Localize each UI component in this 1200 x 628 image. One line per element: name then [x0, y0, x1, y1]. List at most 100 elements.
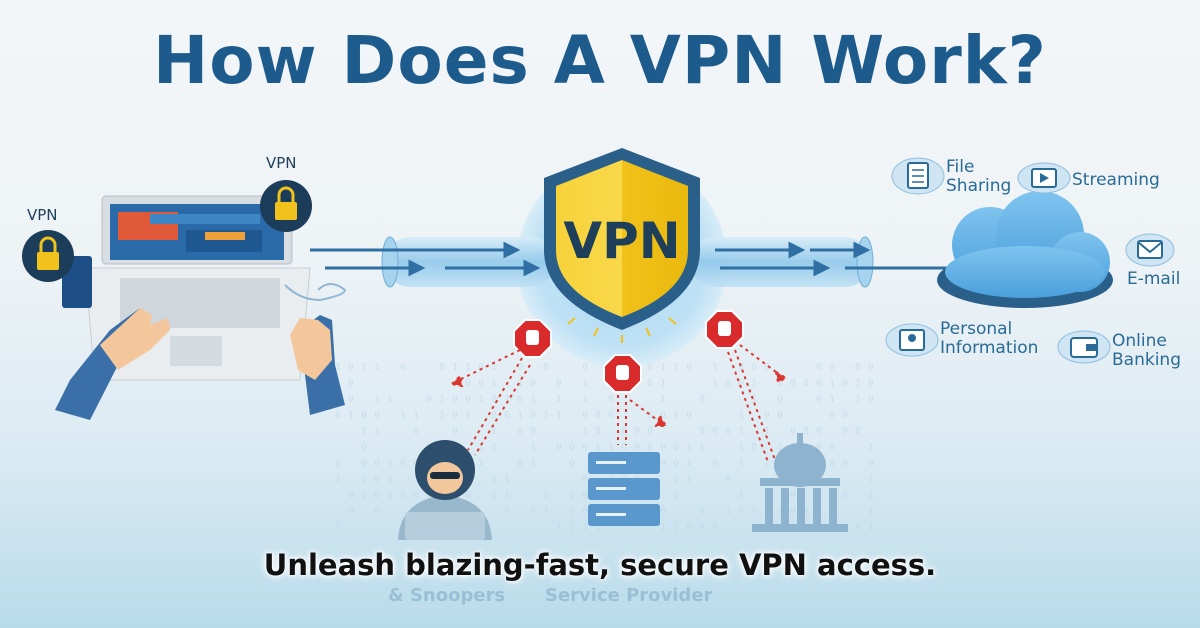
binary-digit: 1 — [777, 442, 783, 453]
binary-digit: 0 — [478, 378, 484, 389]
binary-digit: 1 — [751, 506, 757, 517]
binary-digit: 1 — [868, 474, 874, 485]
binary-digit: 1 — [660, 522, 666, 533]
binary-digit: 0 — [452, 426, 458, 437]
email-icon — [1125, 233, 1175, 267]
binary-digit: 0 — [647, 426, 653, 437]
binary-digit: 0 — [725, 378, 731, 389]
binary-digit: 0 — [699, 394, 705, 405]
binary-digit: 1 — [491, 378, 497, 389]
binary-digit: 0 — [829, 458, 835, 469]
binary-digit: 0 — [686, 410, 692, 421]
binary-digit: 1 — [725, 506, 731, 517]
binary-digit: 1 — [439, 394, 445, 405]
binary-digit: 1 — [660, 362, 666, 373]
hacker-label: & Snoopers — [388, 585, 506, 606]
online-banking-label-line2: Banking — [1112, 350, 1181, 370]
online-banking-icon — [1057, 330, 1111, 364]
binary-digit: 1 — [374, 362, 380, 373]
binary-digit: 0 — [868, 394, 874, 405]
binary-digit: 1 — [764, 458, 770, 469]
binary-digit: 0 — [777, 394, 783, 405]
binary-digit: 0 — [582, 490, 588, 501]
binary-digit: 0 — [842, 410, 848, 421]
binary-digit: 1 — [439, 410, 445, 421]
binary-digit: 0 — [361, 490, 367, 501]
binary-digit: 1 — [582, 378, 588, 389]
binary-digit: 0 — [751, 362, 757, 373]
stop-sign-icon-center — [603, 354, 642, 393]
binary-digit: 1 — [868, 490, 874, 501]
binary-digit: 0 — [374, 490, 380, 501]
binary-digit: 0 — [816, 362, 822, 373]
stop-sign-icon-right — [705, 310, 744, 349]
binary-digit: 1 — [751, 378, 757, 389]
binary-digit: 0 — [582, 506, 588, 517]
blocked-paths — [449, 344, 789, 463]
file-sharing-icon — [891, 157, 945, 195]
binary-digit: 0 — [387, 490, 393, 501]
binary-digit: 1 — [504, 474, 510, 485]
binary-digit: 0 — [816, 426, 822, 437]
binary-digit: 1 — [868, 506, 874, 517]
binary-digit: 0 — [491, 394, 497, 405]
binary-digit: 0 — [517, 458, 523, 469]
binary-digit: 0 — [738, 362, 744, 373]
laptop-vpn-label: VPN — [266, 154, 297, 172]
binary-digit: 1 — [777, 506, 783, 517]
binary-digit: 0 — [842, 458, 848, 469]
binary-digit: 0 — [608, 394, 614, 405]
binary-digit: 0 — [673, 458, 679, 469]
binary-digit: 1 — [582, 426, 588, 437]
binary-digit: 0 — [491, 410, 497, 421]
binary-digit: 1 — [530, 394, 536, 405]
binary-digit: 0 — [556, 442, 562, 453]
binary-digit: 1 — [582, 522, 588, 533]
binary-digit: 1 — [517, 378, 523, 389]
online-banking-label-line1: Online — [1112, 331, 1167, 351]
binary-digit: 0 — [361, 458, 367, 469]
hands-icon — [55, 308, 345, 420]
binary-digit: 0 — [530, 506, 536, 517]
binary-digit: 0 — [491, 474, 497, 485]
binary-digit: 1 — [465, 410, 471, 421]
personal-info-icon — [885, 323, 939, 357]
binary-digit: 0 — [816, 442, 822, 453]
vpn-shield-icon: VPN — [544, 148, 700, 343]
binary-digit: 0 — [647, 378, 653, 389]
binary-digit: 0 — [348, 506, 354, 517]
binary-digit: 0 — [374, 506, 380, 517]
binary-digit: 1 — [686, 442, 692, 453]
svg-text:VPN: VPN — [563, 212, 680, 270]
personal-info-label: Personal Information — [940, 320, 1038, 358]
lock-icon-laptop — [260, 180, 312, 232]
vpn-tunnel-left — [381, 236, 555, 288]
binary-digit: 0 — [582, 442, 588, 453]
binary-digit: 0 — [855, 362, 861, 373]
binary-digit: 0 — [621, 522, 627, 533]
binary-digit: 1 — [582, 394, 588, 405]
binary-digit: 0 — [452, 410, 458, 421]
binary-digit: 1 — [660, 378, 666, 389]
binary-digit: 0 — [816, 394, 822, 405]
binary-digit: 1 — [465, 362, 471, 373]
binary-digit: 0 — [764, 362, 770, 373]
binary-digit: 0 — [751, 442, 757, 453]
binary-digit: 1 — [673, 362, 679, 373]
binary-digit: 0 — [738, 378, 744, 389]
binary-digit: 0 — [621, 426, 627, 437]
binary-digit: 1 — [504, 490, 510, 501]
binary-digit: 0 — [868, 362, 874, 373]
binary-digit: 1 — [491, 362, 497, 373]
binary-digit: 0 — [361, 410, 367, 421]
binary-digit: 0 — [712, 458, 718, 469]
binary-digit: 0 — [712, 426, 718, 437]
hacker-icon — [398, 440, 492, 540]
binary-digit: 1 — [335, 474, 341, 485]
binary-digit: 0 — [803, 378, 809, 389]
binary-digit: 1 — [543, 490, 549, 501]
binary-digit: 0 — [868, 458, 874, 469]
binary-digit: 0 — [530, 426, 536, 437]
binary-digit: 0 — [400, 362, 406, 373]
personal-info-label-line2: Information — [940, 338, 1039, 358]
